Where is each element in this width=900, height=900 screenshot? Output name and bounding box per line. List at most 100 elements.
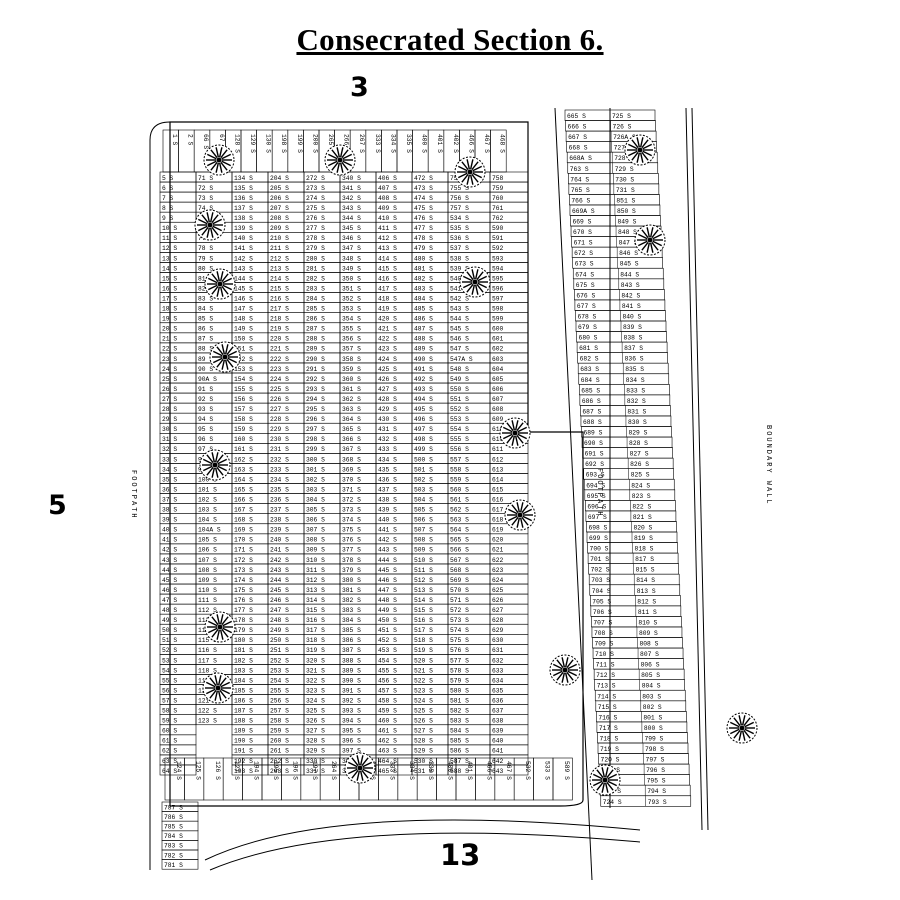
right-plot-number: 821 S bbox=[633, 514, 652, 521]
tree-branch bbox=[222, 620, 233, 627]
plot-number: 235 S bbox=[270, 486, 289, 493]
tree-branch bbox=[214, 467, 219, 478]
tree-branch bbox=[507, 508, 518, 515]
tree-branch bbox=[201, 214, 209, 224]
plot-number: 350 S bbox=[342, 275, 361, 282]
right-plot-number: 692 S bbox=[585, 461, 604, 468]
south-path-curve bbox=[204, 819, 641, 861]
plot-number: 35 S bbox=[162, 476, 177, 483]
plot-number: 90A S bbox=[198, 376, 217, 383]
plot-number: 192 S bbox=[234, 758, 253, 765]
tree-branch bbox=[561, 657, 566, 668]
plot-number: 301 S bbox=[306, 466, 325, 473]
right-plot-number: 674 S bbox=[575, 271, 594, 278]
plot-number: 253 S bbox=[270, 667, 289, 674]
plot-number: 374 S bbox=[342, 517, 361, 524]
plot-number: 181 S bbox=[234, 647, 253, 654]
plot-cell bbox=[489, 764, 529, 776]
right-plot-number: 841 S bbox=[622, 303, 641, 310]
tree-trunk bbox=[739, 725, 745, 731]
tree-trunk bbox=[222, 354, 228, 360]
plot-number: 410 S bbox=[378, 215, 397, 222]
plot-number: 641 bbox=[492, 748, 504, 755]
tree-trunk bbox=[357, 765, 363, 771]
plot-number: 393 S bbox=[342, 708, 361, 715]
plot-number: 377 S bbox=[342, 547, 361, 554]
plot-number: 439 S bbox=[378, 507, 397, 514]
plot-number: 167 S bbox=[234, 507, 253, 514]
plot-number: 143 S bbox=[234, 265, 253, 272]
right-plot-number: 683 S bbox=[580, 366, 599, 373]
plot-number: 512 S bbox=[414, 577, 433, 584]
tree-branch bbox=[341, 161, 349, 171]
plot-number: 39 S bbox=[162, 517, 177, 524]
plot-number: 476 S bbox=[414, 215, 433, 222]
plot-number: 64 S bbox=[162, 768, 177, 775]
top-strip-number: 66 S bbox=[202, 134, 209, 149]
plot-number: 570 S bbox=[450, 587, 469, 594]
tree-branch bbox=[341, 149, 349, 159]
plot-number: 44 S bbox=[162, 567, 177, 574]
plot-number: 349 S bbox=[342, 265, 361, 272]
plot-number: 584 S bbox=[450, 728, 469, 735]
plot-number: 219 S bbox=[270, 326, 289, 333]
plot-number: 612 bbox=[492, 456, 504, 463]
tree-trunk bbox=[637, 147, 643, 153]
corner-plot-number: 783 S bbox=[164, 843, 183, 850]
footpath-outline bbox=[149, 121, 171, 141]
plot-number: 254 S bbox=[270, 677, 289, 684]
right-plot-number: 713 S bbox=[597, 683, 616, 690]
plot-number: 255 S bbox=[270, 687, 289, 694]
plot-number: 308 S bbox=[306, 537, 325, 544]
plot-number: 382 S bbox=[342, 597, 361, 604]
plot-number: 289 S bbox=[306, 346, 325, 353]
plot-number: 288 S bbox=[306, 336, 325, 343]
tree-branch bbox=[516, 422, 524, 432]
tree-branch bbox=[637, 240, 648, 247]
tree-branch bbox=[361, 757, 369, 767]
plot-number: 310 S bbox=[306, 557, 325, 564]
plot-number: 17 S bbox=[162, 295, 177, 302]
plot-number: 63 S bbox=[162, 758, 177, 765]
plot-number: 520 S bbox=[414, 657, 433, 664]
plot-number: 577 S bbox=[450, 657, 469, 664]
tree-branch bbox=[511, 435, 516, 446]
top-strip-number: 1 S bbox=[171, 134, 178, 146]
plot-number: 297 S bbox=[306, 426, 325, 433]
right-plot-number: 810 S bbox=[638, 619, 657, 626]
plot-number: 74 S bbox=[198, 205, 213, 212]
tree-branch bbox=[206, 153, 217, 160]
right-plot-number: 715 S bbox=[598, 704, 617, 711]
plot-number: 90 S bbox=[198, 366, 213, 373]
plot-number: 40 S bbox=[162, 527, 177, 534]
plot-number: 279 S bbox=[306, 245, 325, 252]
plot-number: 276 S bbox=[306, 215, 325, 222]
plot-number: 49 S bbox=[162, 617, 177, 624]
tree-branch bbox=[636, 137, 641, 148]
plot-number: 593 bbox=[492, 255, 504, 262]
plot-number: 502 S bbox=[414, 476, 433, 483]
right-plot-number: 802 S bbox=[643, 704, 662, 711]
plot-number: 43 S bbox=[162, 557, 177, 564]
right-plot-number: 729 S bbox=[615, 166, 634, 173]
right-plot-number: 798 S bbox=[645, 746, 664, 753]
right-plot-number: 845 S bbox=[620, 261, 639, 268]
right-plot-number: 803 S bbox=[642, 693, 661, 700]
plot-number: 109 S bbox=[198, 577, 217, 584]
top-strip-number: 267 S bbox=[358, 134, 365, 153]
plot-number: 416 S bbox=[378, 275, 397, 282]
plot-number: 538 S bbox=[450, 255, 469, 262]
plot-number: 464 S bbox=[378, 758, 397, 765]
plot-number: 27 S bbox=[162, 396, 177, 403]
plot-number: 84 S bbox=[198, 306, 213, 313]
plot-number: 273 S bbox=[306, 185, 325, 192]
plot-number: 150 S bbox=[234, 336, 253, 343]
tree-branch bbox=[221, 160, 232, 167]
plot-number: 182 S bbox=[234, 657, 253, 664]
tree-branch bbox=[592, 773, 603, 780]
plot-number: 604 bbox=[492, 366, 504, 373]
plot-number: 643 bbox=[492, 768, 504, 775]
tree-branch bbox=[214, 690, 219, 701]
right-plot-number: 823 S bbox=[632, 493, 651, 500]
plot-number: 494 S bbox=[414, 396, 433, 403]
